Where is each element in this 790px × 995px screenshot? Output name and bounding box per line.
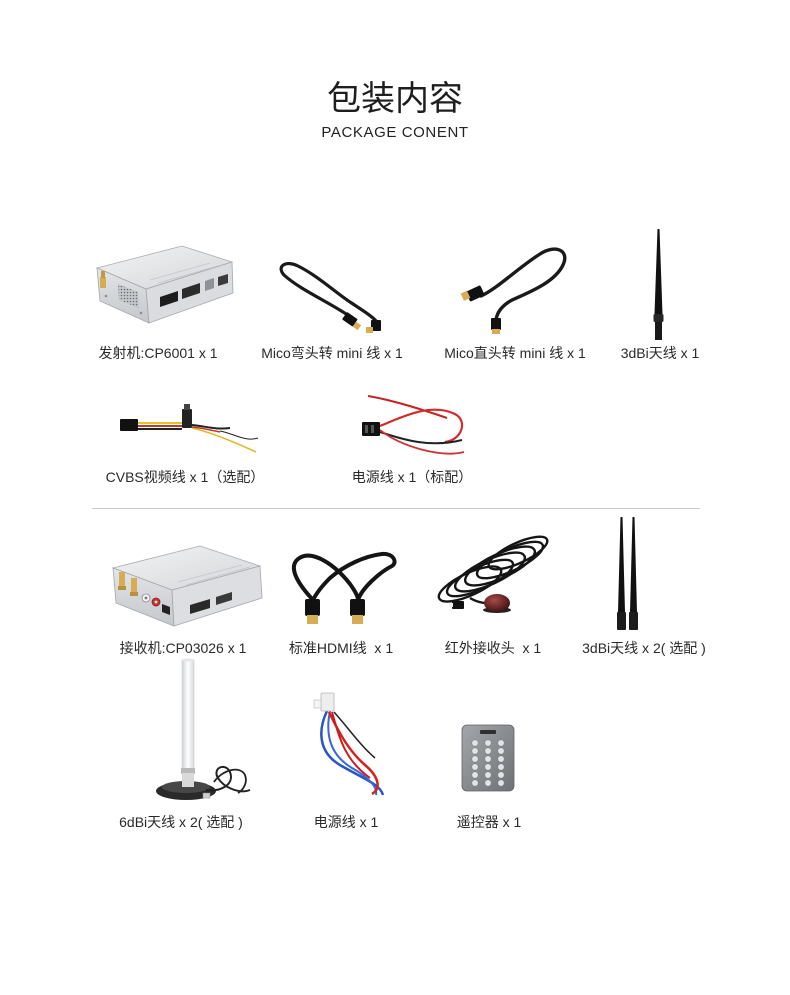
item-label-bent-cable: Mico弯头转 mini 线 x 1 [261,345,403,361]
item-label-6dbi-antenna: 6dBi天线 x 2( 选配 ) [119,814,243,830]
receiver-box-icon [111,545,263,627]
hdmi-cable-icon [291,551,397,624]
item-label-power-cable: 电源线 x 1（标配） [351,469,473,485]
power-cable-icon-2 [313,692,385,796]
page-subtitle: PACKAGE CONENT [321,124,469,141]
item-label-dual-antenna: 3dBi天线 x 2( 选配 ) [582,640,706,656]
item-label-hdmi-cable: 标准HDMI线 x 1 [288,640,394,656]
section-divider [92,508,700,509]
item-label-power-cable-2: 电源线 x 1 [313,814,379,830]
item-label-ir-receiver: 红外接收头 x 1 [444,640,542,656]
cvbs-cable-icon [120,404,259,453]
transmitter-box-icon [95,245,234,324]
dual-antenna-icon [617,517,638,630]
ir-receiver-icon [437,535,549,605]
page-title: 包装内容 [327,79,463,119]
antenna-icon [653,229,664,340]
straight-mini-hdmi-cable-icon [460,247,567,334]
item-label-antenna: 3dBi天线 x 1 [620,345,700,361]
item-label-remote-control: 遥控器 x 1 [456,814,522,830]
item-label-transmitter: 发射机:CP6001 x 1 [98,345,218,361]
magnetic-base-antenna-icon [156,658,251,800]
ir-receiver-head-icon [449,594,511,613]
item-label-receiver: 接收机:CP03026 x 1 [119,640,247,656]
bent-mini-hdmi-cable-icon [279,262,381,333]
item-label-straight-cable: Mico直头转 mini 线 x 1 [444,345,586,361]
item-label-cvbs-cable: CVBS视频线 x 1（选配） [105,469,265,485]
power-cable-icon [362,395,465,455]
remote-control-icon [461,724,515,792]
